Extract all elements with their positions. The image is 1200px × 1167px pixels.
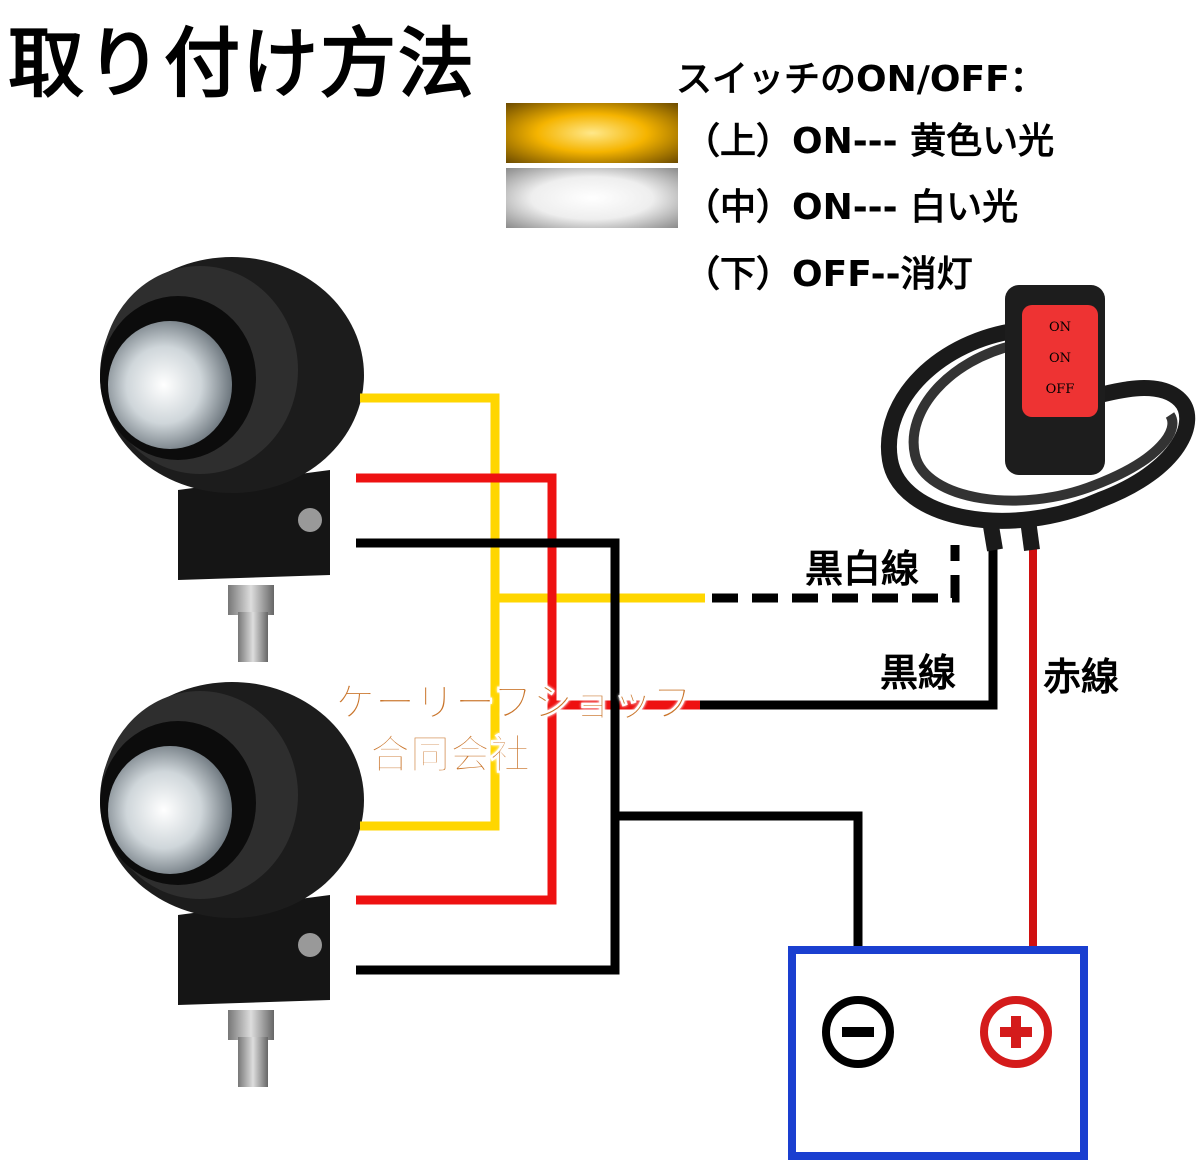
black-wire-top [356, 538, 620, 975]
legend-row-white: （中）ON--- 白い光 [684, 187, 1019, 228]
legend-row-off: （下）OFF--消灯 [684, 254, 973, 295]
black-white-wire-dashed [712, 545, 960, 603]
label-red-wire: 赤線 [1043, 655, 1119, 699]
battery [788, 946, 1088, 1160]
label-black-wire: 黒線 [880, 651, 956, 695]
switch-label-off: OFF [1046, 382, 1075, 397]
yellow-wire-bottom [360, 598, 500, 831]
switch-legend-title: スイッチのON/OFF： [676, 59, 1046, 100]
black-wire-switch [700, 545, 998, 710]
red-wire-top [356, 473, 700, 710]
yellow-wire-top [360, 393, 705, 603]
switch-cable [880, 322, 1196, 552]
handlebar-switch [1005, 285, 1105, 475]
watermark-shop-name: ケーリーフショップ [335, 680, 694, 727]
page-title: 取り付け方法 [8, 19, 476, 108]
white-light-swatch [506, 168, 678, 228]
legend-row-yellow: （上）ON--- 黄色い光 [684, 121, 1055, 162]
label-black-white-wire: 黒白線 [805, 547, 919, 591]
switch-label-on-2: ON [1049, 351, 1071, 366]
red-wire-bottom [356, 705, 557, 905]
fog-lamp-bottom [100, 682, 364, 1087]
switch-label-on-1: ON [1049, 320, 1071, 335]
wires [356, 393, 1037, 975]
watermark-company: 合同会社 [370, 732, 531, 779]
yellow-light-swatch [506, 103, 678, 163]
black-wire-mid [615, 811, 863, 948]
fog-lamp-top [100, 257, 364, 662]
